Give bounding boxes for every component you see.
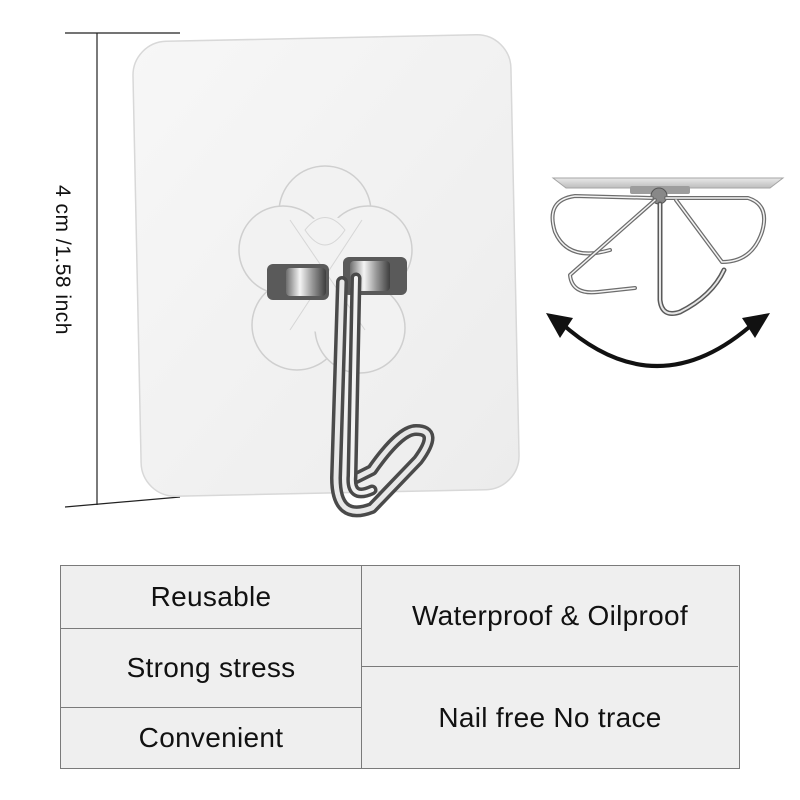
feature-waterproof: Waterproof & Oilproof	[361, 566, 738, 667]
rotation-arrow-icon	[546, 313, 770, 368]
feature-convenient: Convenient	[138, 722, 284, 753]
side-view-hook	[550, 177, 785, 316]
feature-nail-free: Nail free No trace	[361, 667, 738, 768]
dimension-label: 4 cm /1.58 inch	[51, 185, 74, 335]
product-illustration	[64, 32, 785, 518]
hook-wire	[330, 272, 435, 518]
dimension-lines	[64, 32, 181, 508]
feature-reusable: Reusable	[61, 566, 361, 629]
features-table: Reusable Strong stress Convenient Waterp…	[60, 565, 740, 769]
feature-strong-stress: Strong stress	[61, 629, 361, 708]
